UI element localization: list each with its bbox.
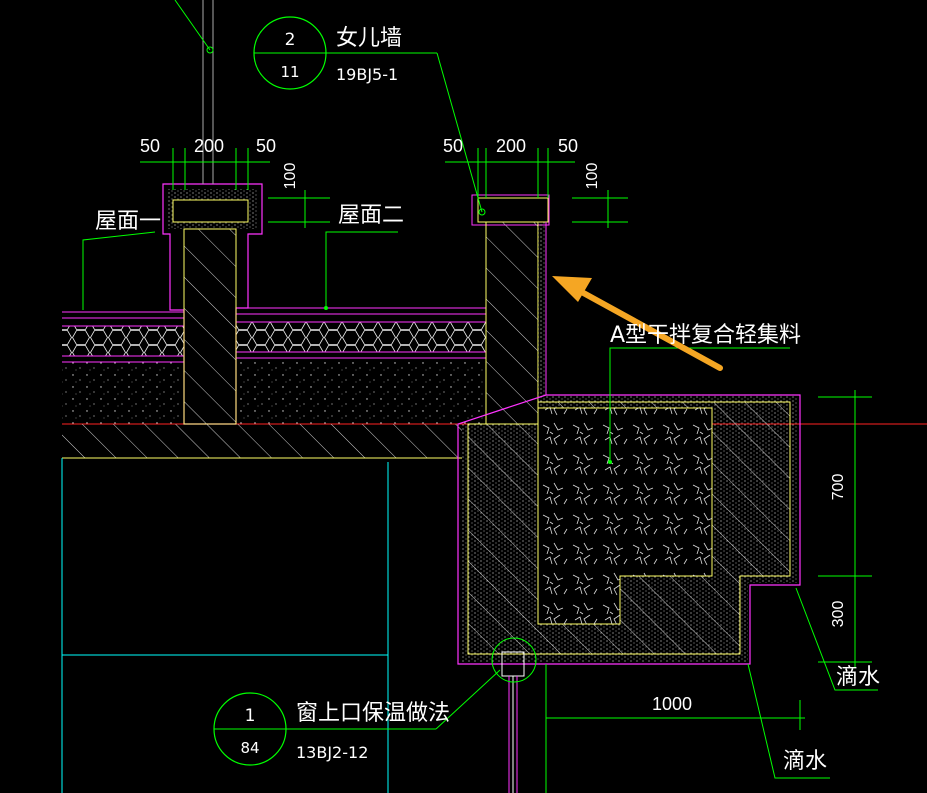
roof-one-layers	[62, 311, 184, 424]
dim-width-1000: 1000	[652, 694, 692, 714]
dim-height-300: 300	[830, 601, 847, 628]
dim-right-50b: 50	[558, 136, 578, 156]
dim-height-700: 700	[830, 474, 847, 501]
highlight-arrow	[552, 276, 723, 371]
right-dimension-chain	[445, 148, 628, 228]
fill-material-leader	[609, 347, 790, 462]
parapet-detail-sheet: 11	[280, 63, 299, 81]
parapet-detail-number: 2	[285, 30, 296, 50]
left-parapet	[162, 183, 263, 425]
dim-left-200: 200	[194, 136, 224, 156]
roof-two-layers	[236, 307, 486, 424]
fill-material-label[interactable]: A型干拌复合轻集料	[610, 323, 801, 348]
window-detail-bubble	[213, 669, 501, 766]
left-dimension-chain	[140, 148, 330, 228]
parapet-detail-title[interactable]: 女儿墙	[336, 26, 402, 51]
bottom-width-dimension	[545, 664, 805, 793]
window-frame	[61, 458, 537, 793]
dim-right-100: 100	[584, 163, 601, 190]
dim-right-50a: 50	[443, 136, 463, 156]
window-detail-number: 1	[245, 706, 256, 726]
right-height-dimensions	[818, 390, 872, 668]
window-detail-sheet: 84	[240, 739, 259, 757]
dim-left-50b: 50	[256, 136, 276, 156]
roof-two-leader	[325, 231, 398, 308]
dim-left-50a: 50	[140, 136, 160, 156]
floor-slab	[62, 424, 462, 459]
parapet-detail-bubble	[253, 16, 486, 216]
dim-left-100: 100	[282, 163, 299, 190]
drip-bottom-label[interactable]: 滴水	[783, 749, 827, 774]
pipe-leader	[174, 0, 211, 51]
drip-right-label[interactable]: 滴水	[836, 665, 880, 690]
drip-right-leader	[795, 587, 878, 691]
roof-one-leader	[82, 231, 156, 310]
window-detail-title[interactable]: 窗上口保温做法	[296, 701, 450, 726]
drip-bottom-leader	[747, 663, 830, 779]
parapet-detail-atlas: 19BJ5-1	[336, 65, 398, 84]
dim-right-200: 200	[496, 136, 526, 156]
window-detail-atlas: 13BJ2-12	[296, 743, 368, 762]
cornice-block	[457, 394, 801, 665]
roof-two-label[interactable]: 屋面二	[338, 203, 404, 228]
roof-one-label[interactable]: 屋面一	[95, 209, 161, 234]
